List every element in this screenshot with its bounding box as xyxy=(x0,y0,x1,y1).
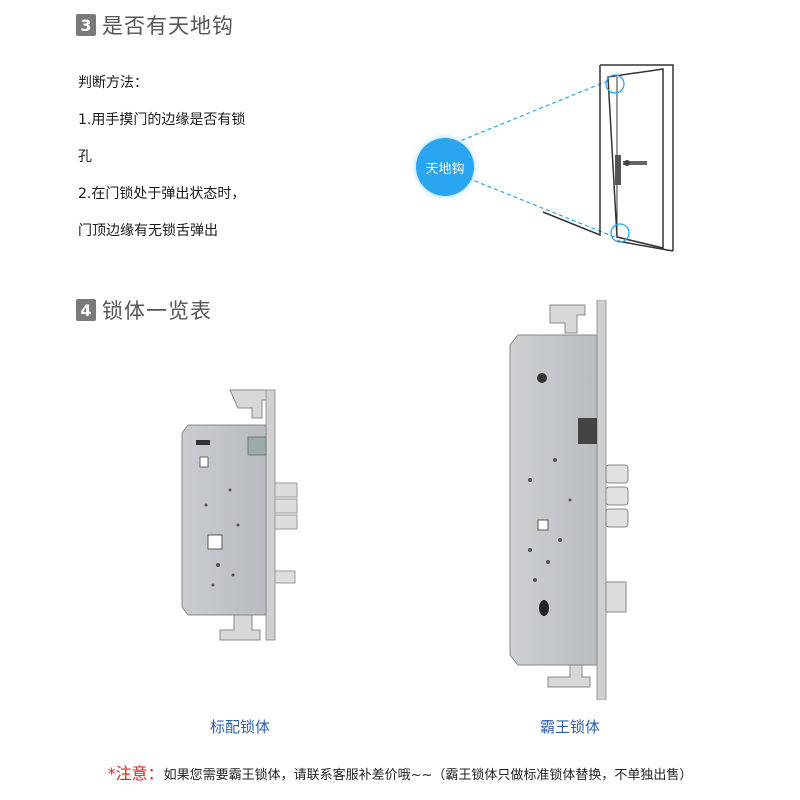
note-label: *注意： xyxy=(107,764,164,783)
section-number-badge: 3 xyxy=(76,14,96,36)
section-number-badge: 4 xyxy=(76,299,96,321)
standard-lock-body-image xyxy=(181,389,298,641)
note: *注意：如果您需要霸王锁体，请联系客服补差价哦~~（霸王锁体只做标准锁体替换，不… xyxy=(0,760,800,784)
standard-lock-caption: 标配锁体 xyxy=(209,718,270,736)
method-step-1-cont: 孔 xyxy=(78,149,92,165)
section-4-header: 4 锁体一览表 xyxy=(76,295,212,325)
section-title: 是否有天地钩 xyxy=(102,14,234,38)
heavy-duty-lock-body-image xyxy=(509,300,629,700)
note-text: 如果您需要霸王锁体，请联系客服补差价哦~~（霸王锁体只做标准锁体替换，不单独出售… xyxy=(163,768,693,783)
bubble-label: 天地钩 xyxy=(416,138,474,196)
section-title: 锁体一览表 xyxy=(102,299,212,323)
method-heading: 判断方法： xyxy=(78,75,148,91)
section-3-header: 3 是否有天地钩 xyxy=(76,10,234,40)
door-diagram xyxy=(454,64,674,252)
method-step-2-cont: 门顶边缘有无锁舌弹出 xyxy=(78,223,218,239)
method-steps: 判断方法： 1.用手摸门的边缘是否有锁 孔 2.在门锁处于弹出状态时， 门顶边缘… xyxy=(78,72,318,257)
method-step-1: 1.用手摸门的边缘是否有锁 xyxy=(78,112,246,128)
heavy-duty-lock-caption: 霸王锁体 xyxy=(539,718,600,736)
method-step-2: 2.在门锁处于弹出状态时， xyxy=(78,186,246,202)
